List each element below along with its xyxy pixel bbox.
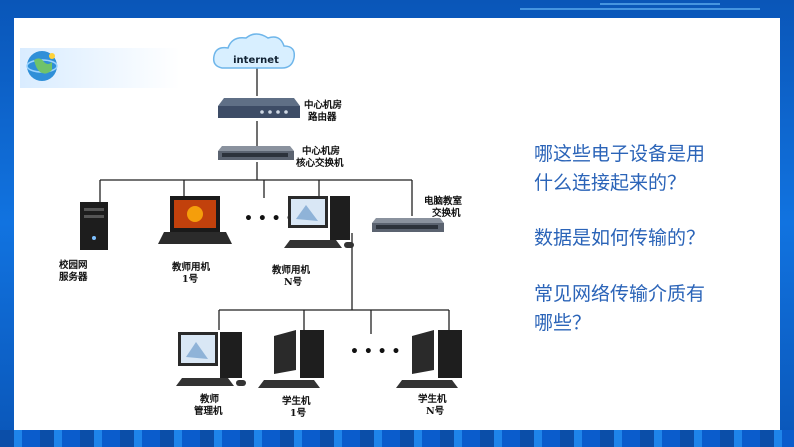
server-label-2: 服务器 <box>59 271 88 283</box>
question-3-line-2: 哪些？ <box>534 312 592 334</box>
ellipsis-2: • • • • <box>350 344 400 360</box>
router-label-1: 中心机房 <box>304 99 342 111</box>
core-switch-label-2: 核心交换机 <box>296 157 344 169</box>
studentN-label-2: N号 <box>426 406 445 417</box>
lab-switch-icon <box>372 218 444 232</box>
ellipsis: • • • • <box>244 211 294 227</box>
student1-label-1: 学生机 <box>282 395 311 407</box>
server-label-1: 校园网 <box>59 259 88 271</box>
internet-cloud-icon <box>212 33 296 69</box>
teacher1-label-1: 教师用机 <box>171 261 211 273</box>
question-3-line-1: 常见网络传输介质有 <box>534 283 706 305</box>
lab-switch-label-1: 电脑教室 <box>424 195 463 207</box>
question-2: 数据是如何传输的？ <box>534 224 705 253</box>
admin-label-1: 教师 <box>199 393 220 405</box>
teacher1-label-2: 1号 <box>182 274 199 285</box>
studentN-label-1: 学生机 <box>418 393 447 405</box>
question-1-line-2: 什么连接起来的？ <box>534 172 687 194</box>
student-computer-icon <box>396 330 462 388</box>
router-icon <box>218 98 300 118</box>
question-1: 哪这些电子设备是用 什么连接起来的？ <box>534 140 705 198</box>
router-label-2: 路由器 <box>308 111 337 123</box>
admin-label-2: 管理机 <box>194 405 223 417</box>
desktop-computer-icon <box>176 332 246 386</box>
circuit-decoration <box>600 3 720 5</box>
question-2-text: 数据是如何传输的？ <box>534 227 706 249</box>
network-diagram: internet 中心机房 路由器 中心机房 核心交换机 校园网 服务器 教师用… <box>59 33 463 419</box>
student-computer-icon <box>258 330 324 388</box>
core-switch-icon <box>218 146 294 160</box>
bottom-decoration-strip <box>0 430 794 447</box>
question-1-line-1: 哪这些电子设备是用 <box>534 143 706 165</box>
connection-lines <box>99 68 450 334</box>
globe-icon <box>26 51 58 81</box>
desktop-computer-icon <box>284 196 354 248</box>
laptop-icon <box>158 196 232 244</box>
lab-switch-label-2: 交换机 <box>432 207 461 219</box>
internet-label: internet <box>233 55 279 66</box>
question-3: 常见网络传输介质有 哪些？ <box>534 280 705 338</box>
teacherN-label-2: N号 <box>284 277 303 288</box>
teacherN-label-1: 教师用机 <box>271 264 311 276</box>
circuit-decoration <box>520 8 760 10</box>
server-tower-icon <box>80 202 108 250</box>
student1-label-2: 1号 <box>290 408 307 419</box>
core-switch-label-1: 中心机房 <box>302 145 340 157</box>
